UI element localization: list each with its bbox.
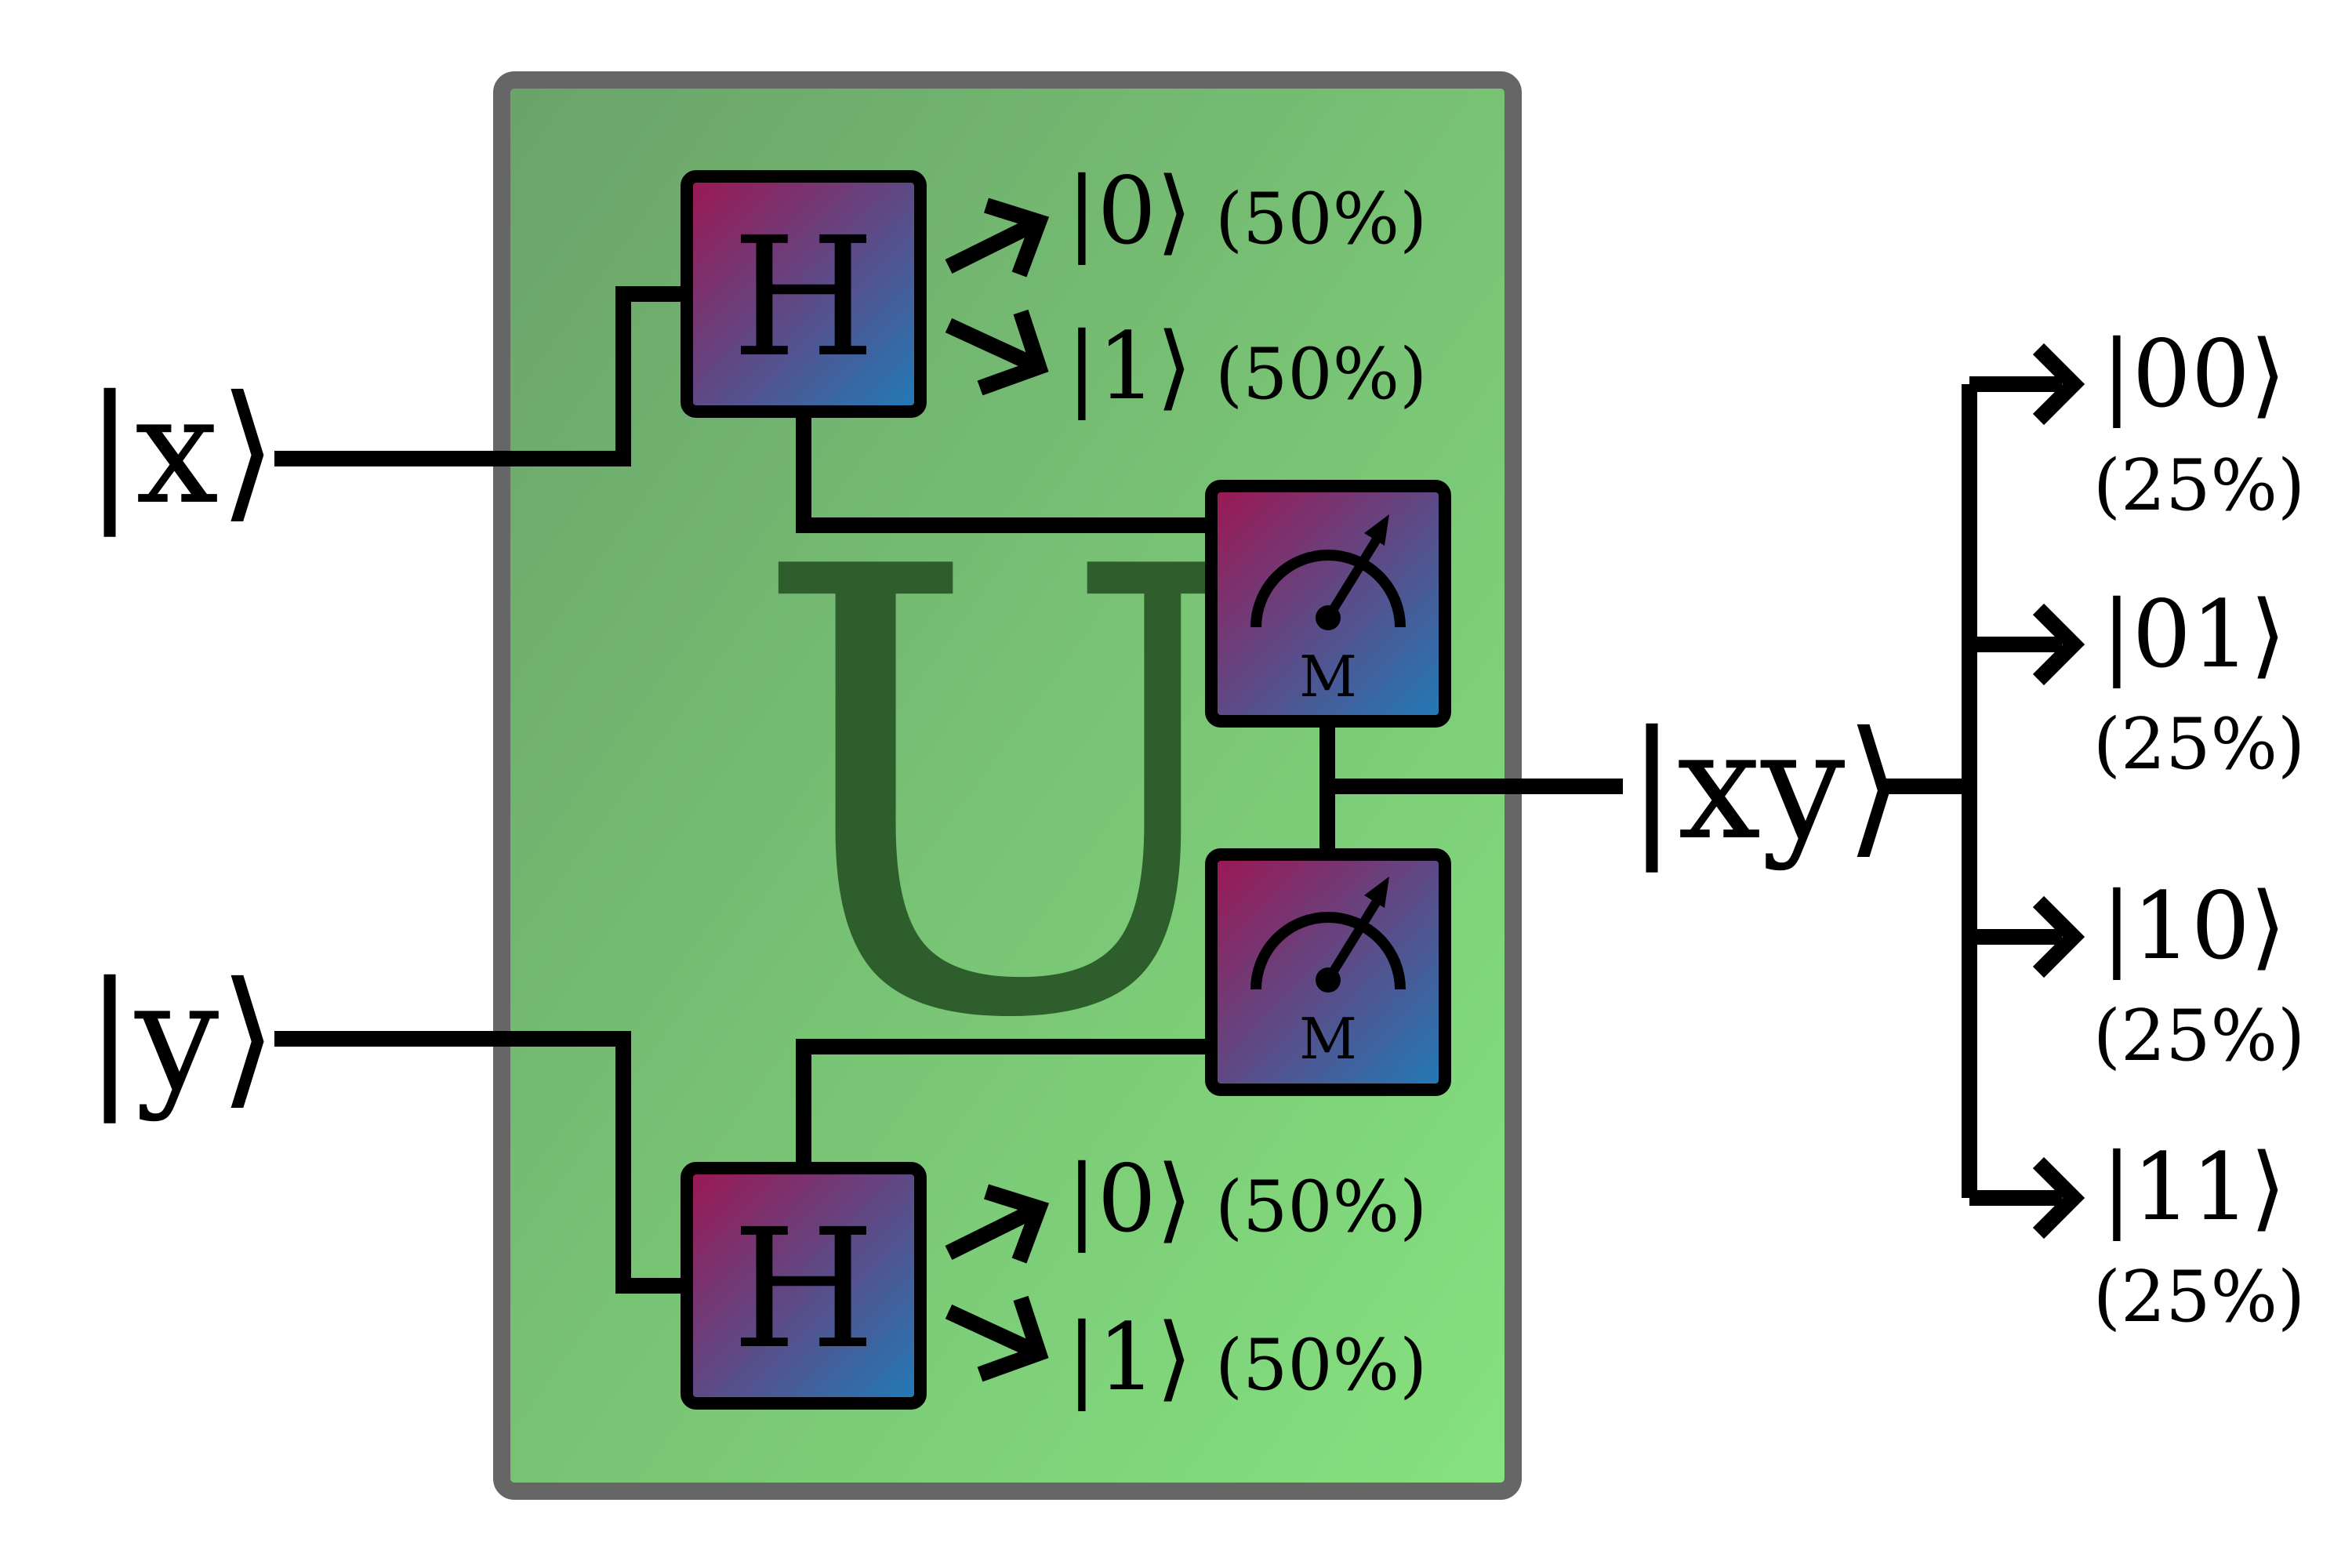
output-outcome-10-ket: |10⟩ bbox=[2101, 872, 2286, 980]
top-outcome-1-prob: (50%) bbox=[1215, 333, 1427, 416]
top-measurement-label: M bbox=[1299, 644, 1357, 710]
output-outcome-10-prob: (25%) bbox=[2093, 995, 2305, 1077]
top-outcome-1-ket: |1⟩ bbox=[1066, 312, 1192, 420]
output-outcome-01-ket: |01⟩ bbox=[2101, 580, 2286, 688]
arrow-head-icon bbox=[2032, 343, 2085, 426]
top-h-to-meter-wire bbox=[796, 412, 1215, 533]
bottom-measurement-label: M bbox=[1299, 1006, 1357, 1072]
bottom-outcome-1-prob: (50%) bbox=[1215, 1324, 1427, 1406]
arrow-head-icon bbox=[2032, 1156, 2085, 1240]
arrow-head-icon bbox=[2032, 895, 2085, 978]
output-branch-11 bbox=[1969, 1156, 2085, 1240]
top-measurement-gate: M bbox=[1205, 480, 1451, 728]
output-outcome-00-ket: |00⟩ bbox=[2101, 320, 2286, 428]
meter-dial-icon bbox=[1250, 912, 1406, 990]
top-outcome-0-ket: |0⟩ bbox=[1066, 157, 1192, 265]
output-branch-00 bbox=[1969, 343, 2085, 426]
output-branch-01 bbox=[1969, 603, 2085, 686]
output-outcome-11-ket: |11⟩ bbox=[2101, 1133, 2286, 1241]
output-branch-10 bbox=[1969, 895, 2085, 978]
y-input-wire bbox=[274, 1031, 690, 1294]
bottom-hadamard-label: H bbox=[731, 1193, 875, 1385]
arrow-head-icon bbox=[977, 1295, 1049, 1382]
bottom-h-arrows bbox=[945, 1184, 1050, 1382]
top-hadamard-label: H bbox=[731, 201, 875, 394]
output-outcome-00-prob: (25%) bbox=[2093, 445, 2305, 527]
top-h-arrows bbox=[945, 198, 1050, 396]
unitary-label: U bbox=[750, 440, 1265, 1152]
arrow-head-icon bbox=[977, 309, 1049, 396]
output-outcome-11-prob: (25%) bbox=[2093, 1256, 2305, 1338]
meter-needle-tip-icon bbox=[1364, 877, 1389, 908]
bottom-outcome-0-prob: (50%) bbox=[1215, 1166, 1427, 1248]
arrow-head-icon bbox=[984, 198, 1050, 278]
x-input-label: |x⟩ bbox=[85, 364, 277, 537]
bottom-outcome-1-ket: |1⟩ bbox=[1066, 1303, 1192, 1411]
meter-needle-icon bbox=[1323, 528, 1386, 621]
bottom-measurement-gate: M bbox=[1205, 848, 1451, 1096]
xy-output-label: |xy⟩ bbox=[1627, 699, 1904, 873]
arrow-head-icon bbox=[984, 1184, 1050, 1264]
bottom-outcome-0-ket: |0⟩ bbox=[1066, 1145, 1192, 1253]
y-input-label: |y⟩ bbox=[85, 950, 277, 1123]
meter-needle-icon bbox=[1323, 891, 1386, 983]
arrow-head-icon bbox=[2032, 603, 2085, 686]
meter-needle-tip-icon bbox=[1364, 514, 1389, 546]
x-input-wire bbox=[274, 286, 690, 466]
bottom-h-to-meter-wire bbox=[796, 1039, 1215, 1168]
top-outcome-0-prob: (50%) bbox=[1215, 178, 1427, 260]
meter-dial-icon bbox=[1250, 550, 1406, 628]
bottom-hadamard-gate: H bbox=[681, 1162, 927, 1410]
output-outcome-01-prob: (25%) bbox=[2093, 703, 2305, 786]
top-hadamard-gate: H bbox=[681, 170, 927, 418]
